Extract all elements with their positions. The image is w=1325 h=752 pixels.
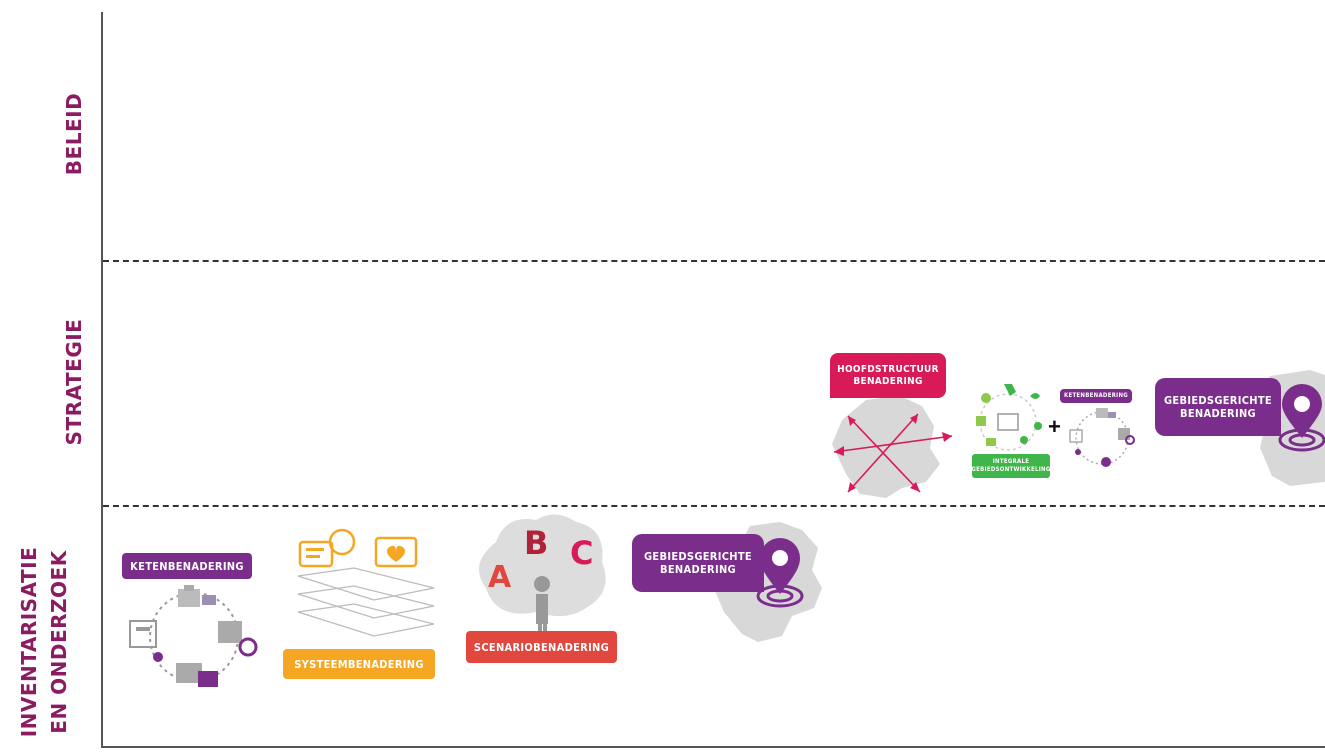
thinking-person-icon <box>478 514 606 636</box>
divider-strategie-inventarisatie <box>103 505 1325 507</box>
integrale-line2: GEBIEDSONTWIKKELING <box>971 466 1051 473</box>
integrale-gebiedsontwikkeling-label: INTEGRALE GEBIEDSONTWIKKELING <box>971 454 1051 478</box>
scenario-letter-b: B <box>524 524 549 562</box>
row-label-strategie: STRATEGIE <box>62 318 86 446</box>
location-pin-icon <box>756 538 804 608</box>
location-pin-icon <box>1278 384 1325 452</box>
gebiedsgerichte-label-bottom: GEBIEDSGERICHTE BENADERING <box>632 534 764 592</box>
hoofdstructuur-line2: BENADERING <box>853 375 923 387</box>
chain-cycle-icon <box>129 585 258 687</box>
netherlands-map-icon <box>832 396 940 498</box>
gebiedsgerichte-top-line1: GEBIEDSGERICHTE <box>1164 394 1272 407</box>
scenario-letter-a: A <box>488 560 512 595</box>
divider-beleid-strategie <box>103 260 1325 262</box>
systeembenadering-label: SYSTEEMBENADERING <box>283 649 435 679</box>
integrale-line1: INTEGRALE <box>992 458 1030 465</box>
ketenbenadering-label: KETENBENADERING <box>122 553 252 579</box>
gebiedsgerichte-label-top: GEBIEDSGERICHTE BENADERING <box>1155 378 1281 436</box>
gebiedsgerichte-line2: BENADERING <box>660 563 736 576</box>
vertical-axis <box>101 12 103 748</box>
plus-sign: + <box>1048 414 1061 439</box>
chain-cycle-icon <box>1069 408 1135 467</box>
horizontal-axis <box>101 746 1325 748</box>
row-label-inventarisatie: INVENTARISATIE EN ONDERZOEK <box>14 542 74 742</box>
hoofdstructuur-label: HOOFDSTRUCTUUR BENADERING <box>830 353 946 398</box>
ketenbenadering-small-label: KETENBENADERING <box>1060 389 1132 403</box>
hoofdstructuur-line1: HOOFDSTRUCTUUR <box>837 363 939 375</box>
row-label-inventarisatie-line2: EN ONDERZOEK <box>47 550 71 734</box>
scenariobenadering-label: SCENARIOBENADERING <box>466 631 617 663</box>
gebiedsgerichte-top-line2: BENADERING <box>1180 407 1256 420</box>
gebiedsgerichte-line1: GEBIEDSGERICHTE <box>644 550 752 563</box>
cross-arrows-icon <box>833 413 953 493</box>
speech-bubbles-icon <box>297 528 435 637</box>
scenario-letter-c: C <box>570 534 594 572</box>
row-label-inventarisatie-line1: INVENTARISATIE <box>17 546 41 738</box>
recycle-icon <box>976 384 1042 451</box>
row-label-beleid: BELEID <box>62 92 86 176</box>
